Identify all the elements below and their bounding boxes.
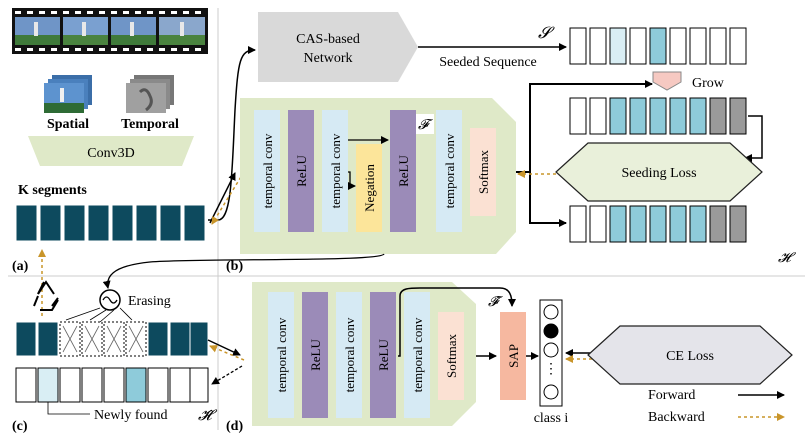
net-b-negation-label: Negation [362, 164, 377, 212]
net-d-temporal-conv-1-label: temporal conv [274, 317, 289, 392]
net-b-temporal-conv-3-label: temporal conv [442, 133, 457, 208]
cas-label-line2: Network [304, 51, 353, 66]
net-b-temporal-conv-1-label: temporal conv [260, 133, 275, 208]
backward-arrow-d-top [209, 344, 245, 361]
newly-found-label: Newly found [94, 408, 168, 423]
spatial-frames-icon [44, 75, 92, 113]
net-b-relu-2 [390, 110, 416, 232]
class-node [543, 384, 559, 400]
net-b-relu-1-label: ReLU [294, 155, 309, 187]
sap-block [500, 312, 526, 400]
F-hat-symbol: 𝓕̂ [488, 295, 503, 310]
newly-found-sequence [15, 367, 209, 403]
net-d-relu-2-label: ReLU [376, 339, 391, 371]
class-i-label: class i [534, 411, 569, 426]
class-node-active [543, 323, 559, 339]
cas-label-line1: CAS-based [296, 32, 360, 47]
sap-label: SAP [506, 344, 521, 368]
net-b-temporal-conv-3 [436, 110, 462, 232]
net-b-temporal-conv-2 [322, 110, 348, 232]
temporal-frames-icon [126, 75, 174, 113]
grow-arrow-shape [652, 71, 682, 91]
F-symbol-box [416, 114, 434, 134]
erasing-fanout-lines [65, 307, 133, 323]
arrow-to-final [529, 172, 567, 227]
panel-c-label: (c) [12, 419, 28, 434]
arrow-to-net-b [209, 172, 236, 224]
seeding-loss-block [555, 142, 763, 202]
legend-forward-label: Forward [648, 388, 695, 403]
grow-label: Grow [692, 76, 725, 91]
arrow-net-d-to-newly [211, 365, 243, 385]
k-segments-sequence [15, 204, 206, 242]
arrow-net-to-erasing [102, 253, 385, 289]
seeded-sequence-label: Seeded Sequence [439, 55, 537, 70]
net-b-relu-2-label: ReLU [396, 155, 411, 187]
erased-sequence [15, 321, 209, 357]
net-b-relu-1 [288, 110, 314, 232]
net-d-temporal-conv-1 [268, 292, 294, 418]
conv3d-label: Conv3D [87, 146, 134, 161]
arrow-relu-to-sap [398, 287, 516, 357]
S-symbol: 𝓢 [538, 25, 555, 42]
recycle-icon [33, 280, 59, 311]
class-node [543, 342, 559, 358]
panel-a-label: (a) [12, 259, 29, 274]
net-d-softmax [438, 312, 464, 400]
backward-arrow-b [211, 171, 245, 225]
net-d-softmax-label: Softmax [444, 333, 459, 378]
spatial-label: Spatial [47, 117, 89, 132]
arrow-to-negation [348, 171, 356, 190]
class-node [543, 304, 559, 320]
net-b-softmax [470, 128, 496, 216]
net-b-negation [356, 144, 382, 232]
cas-network-block [258, 12, 418, 82]
net-d-relu-2 [370, 292, 396, 418]
seeding-loss-label: Seeding Loss [621, 166, 696, 181]
final-H-sequence [569, 205, 747, 243]
ce-loss-block [587, 325, 793, 385]
net-b-temporal-conv-1 [254, 110, 280, 232]
H-symbol: 𝓗 [778, 251, 796, 266]
conv3d-block [28, 136, 194, 166]
tilde-glyph [102, 296, 118, 304]
class-ellipsis: ⋮ [544, 362, 558, 377]
grown-sequence [569, 97, 747, 135]
net-d-relu-1-label: ReLU [308, 339, 323, 371]
arrow-erased-to-net-d [207, 339, 241, 356]
ce-loss-label: CE Loss [666, 349, 714, 364]
net-d-temporal-conv-2-label: temporal conv [342, 317, 357, 392]
newly-found-leader [47, 402, 90, 415]
net-d-temporal-conv-2 [336, 292, 362, 418]
panel-d-label: (d) [226, 419, 243, 434]
legend-backward-label: Backward [648, 410, 705, 425]
erasing-label: Erasing [128, 294, 171, 309]
arrow-to-cas [208, 46, 256, 221]
k-segments-label: K segments [18, 183, 87, 198]
video-filmstrip [12, 8, 208, 54]
temporal-label: Temporal [121, 117, 179, 132]
net-b-temporal-conv-2-label: temporal conv [328, 133, 343, 208]
seeded-sequence [569, 27, 747, 65]
panel-b-label: (b) [226, 259, 243, 274]
arrow-grown-to-loss [744, 115, 763, 162]
net-d-relu-1 [302, 292, 328, 418]
net-b-softmax-label: Softmax [476, 149, 491, 194]
H-hat-symbol: 𝓗̂ [198, 408, 218, 424]
net-d-temporal-conv-3 [404, 292, 430, 418]
net-d-temporal-conv-3-label: temporal conv [410, 317, 425, 392]
